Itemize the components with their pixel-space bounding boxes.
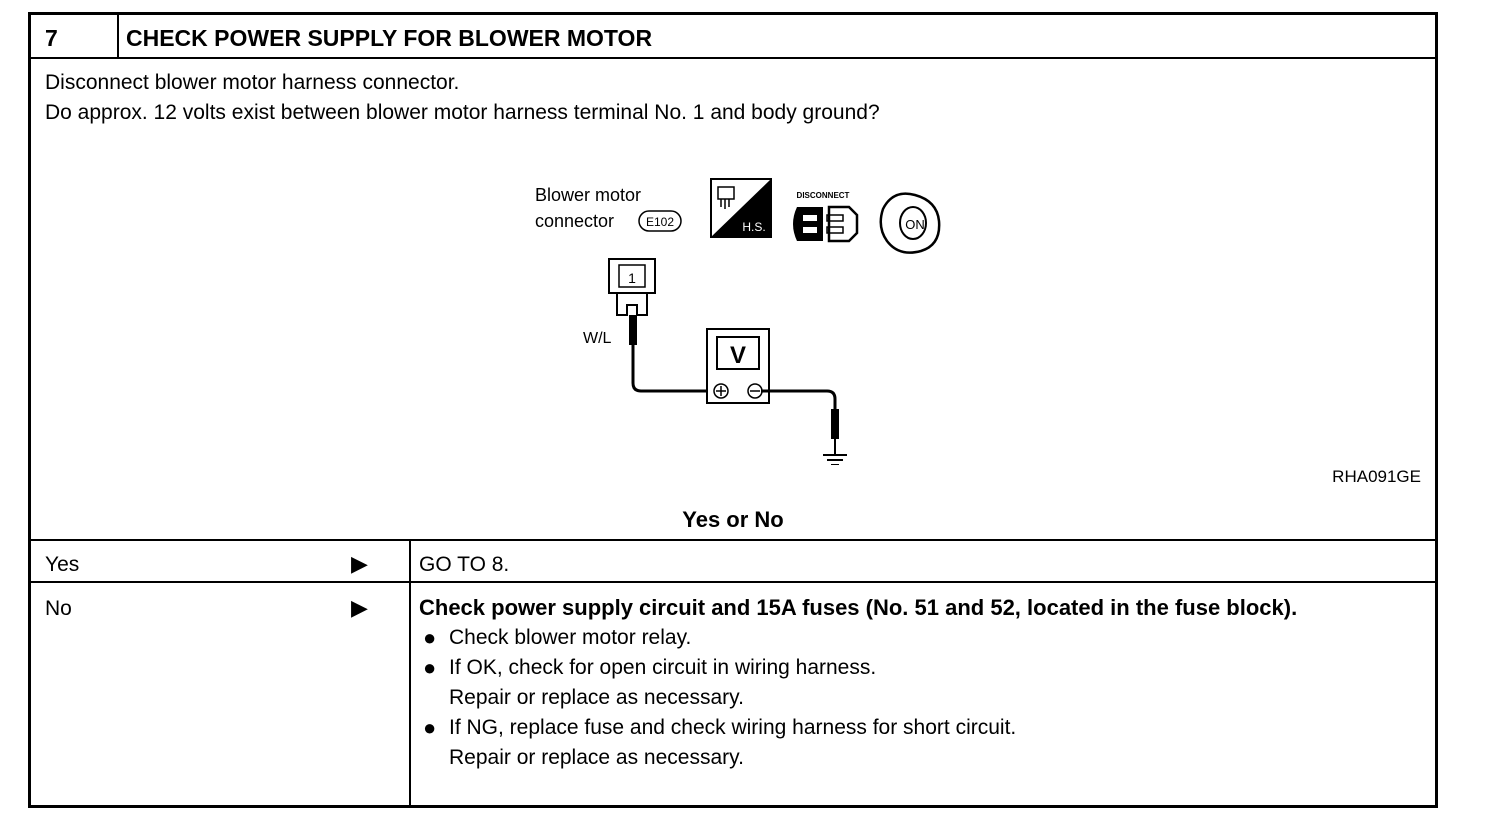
wire-color-label: W/L (583, 330, 612, 347)
voltmeter-icon: V (706, 328, 770, 404)
probe-positive (629, 315, 637, 345)
ignition-on-icon: ON (879, 192, 941, 254)
result-column-divider (409, 539, 411, 805)
yes-arrow-icon: ▶ (351, 551, 368, 576)
harness-sensor-icon: H.S. (710, 178, 772, 238)
yes-row-top-rule (31, 539, 1435, 541)
no-row-top-rule (31, 581, 1435, 583)
bullet-dot-icon: ● (423, 625, 437, 650)
bullet-text: Check blower motor relay. (449, 626, 692, 649)
wiring-diagram: Blower motor connector E102 H.S. DISCONN… (535, 178, 941, 465)
bullet-dot-icon: ● (423, 655, 437, 680)
ground-symbol-icon (823, 439, 847, 465)
diagnostic-step-table: 7 CHECK POWER SUPPLY FOR BLOWER MOTOR Di… (28, 12, 1438, 808)
svg-text:1: 1 (628, 270, 636, 286)
header-rule (31, 57, 1435, 59)
svg-text:DISCONNECT: DISCONNECT (797, 191, 850, 200)
blower-motor-connector-icon: 1 (608, 258, 656, 316)
no-bullet-item: ● Check blower motor relay. (419, 623, 1409, 653)
instruction-question: Do approx. 12 volts exist between blower… (45, 101, 880, 124)
svg-text:ON: ON (905, 217, 925, 232)
no-action-heading: Check power supply circuit and 15A fuses… (419, 595, 1298, 620)
probe-negative (831, 409, 839, 439)
bullet-text: If NG, replace fuse and check wiring har… (449, 716, 1017, 739)
connector-code-badge: E102 (638, 210, 682, 232)
positive-lead-wire (631, 345, 707, 393)
disconnect-connector-icon: DISCONNECT (793, 191, 859, 243)
no-arrow-icon: ▶ (351, 595, 368, 620)
no-bullet-item: ● If NG, replace fuse and check wiring h… (419, 713, 1409, 773)
header-divider (117, 15, 119, 57)
bullet-subtext: Repair or replace as necessary. (449, 686, 744, 709)
no-action-block: Check power supply circuit and 15A fuses… (419, 593, 1409, 773)
svg-text:E102: E102 (646, 215, 674, 229)
no-bullet-item: ● If OK, check for open circuit in wirin… (419, 653, 1409, 713)
connector-label-line1: Blower motor (535, 185, 641, 205)
bullet-dot-icon: ● (423, 715, 437, 740)
figure-id: RHA091GE (1332, 467, 1421, 486)
svg-text:V: V (730, 342, 746, 369)
bullet-subtext: Repair or replace as necessary. (449, 746, 744, 769)
step-number: 7 (45, 25, 58, 51)
svg-text:H.S.: H.S. (742, 220, 765, 234)
yes-action: GO TO 8. (419, 553, 510, 576)
instruction-disconnect: Disconnect blower motor harness connecto… (45, 71, 460, 94)
negative-lead-wire (761, 389, 837, 411)
no-label: No (45, 597, 72, 620)
bullet-text: If OK, check for open circuit in wiring … (449, 656, 877, 679)
yes-label: Yes (45, 553, 80, 576)
step-title: CHECK POWER SUPPLY FOR BLOWER MOTOR (126, 25, 653, 51)
connector-label-line2: connector (535, 211, 614, 231)
yes-or-no-prompt: Yes or No (682, 507, 784, 532)
